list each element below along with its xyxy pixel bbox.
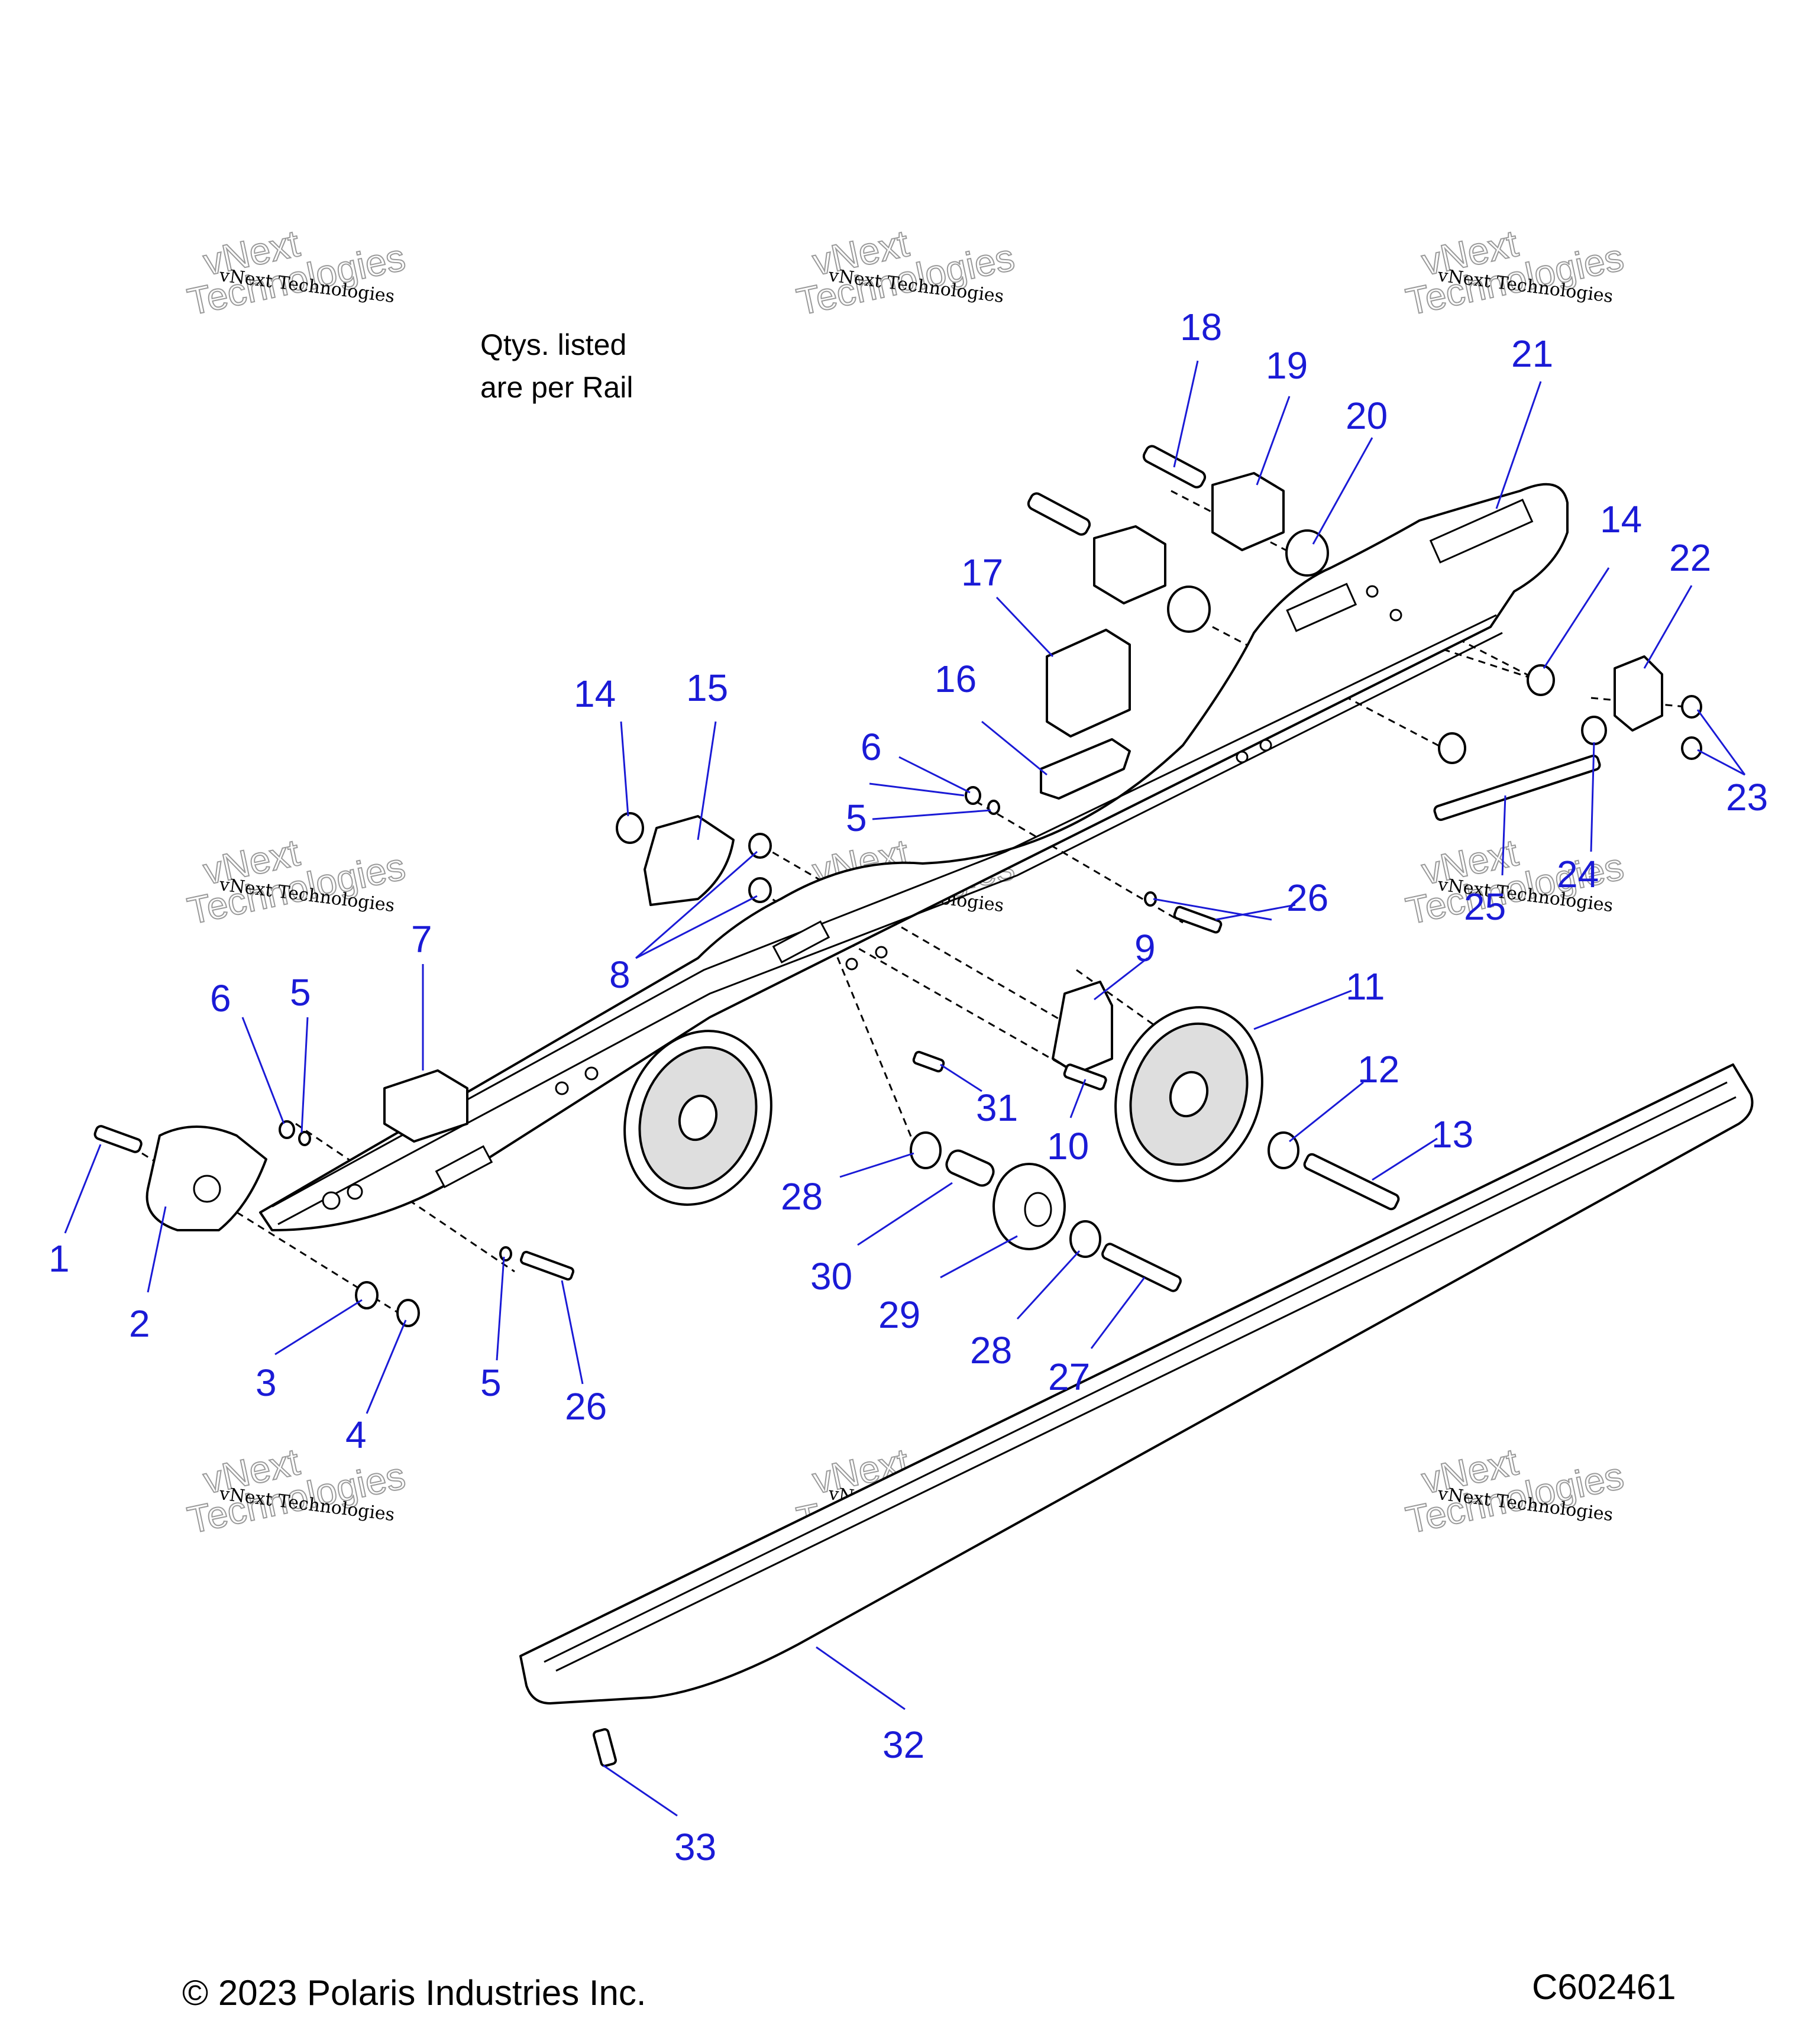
callout-26: 26 [1286, 877, 1328, 919]
callout-27: 27 [1048, 1356, 1090, 1398]
callout-31: 31 [976, 1086, 1018, 1129]
callout-7: 7 [411, 918, 432, 960]
callout-16: 16 [935, 658, 977, 700]
diagram-code: C602461 [1532, 1967, 1676, 2007]
callout-9: 9 [1134, 927, 1156, 969]
callout-3: 3 [256, 1361, 277, 1404]
leader-lines [64, 360, 1746, 1817]
callout-20: 20 [1346, 394, 1388, 437]
quantity-note-line2: are per Rail [480, 371, 633, 404]
callout-32: 32 [882, 1723, 924, 1766]
callout-15: 15 [686, 667, 728, 709]
callout-14: 14 [574, 672, 616, 715]
callout-24: 24 [1557, 853, 1599, 895]
callout-26: 26 [565, 1385, 607, 1428]
callout-11: 11 [1346, 965, 1385, 1008]
callout-6: 6 [861, 726, 882, 768]
callout-21: 21 [1511, 332, 1553, 375]
callout-labels: 1 2 3 4 5 5 5 6 6 7 8 9 10 11 12 13 14 1… [49, 306, 1768, 1868]
callout-14: 14 [1600, 498, 1642, 541]
small-parts [93, 445, 1702, 1767]
wheel-rear [1114, 1006, 1263, 1182]
callout-22: 22 [1669, 536, 1711, 579]
callout-23: 23 [1726, 776, 1768, 819]
callout-13: 13 [1431, 1113, 1473, 1156]
callout-19: 19 [1266, 344, 1308, 387]
slide-rail [259, 483, 1569, 1231]
callout-28: 28 [970, 1329, 1012, 1372]
callout-4: 4 [345, 1414, 367, 1456]
callout-2: 2 [129, 1302, 150, 1345]
callout-5: 5 [290, 971, 311, 1014]
copyright-text: © 2023 Polaris Industries Inc. [182, 1973, 646, 2013]
callout-33: 33 [674, 1826, 716, 1868]
callout-17: 17 [961, 551, 1003, 594]
callout-6: 6 [210, 977, 231, 1020]
callout-8: 8 [609, 953, 631, 996]
callout-25: 25 [1464, 885, 1506, 928]
callout-1: 1 [49, 1237, 70, 1280]
callout-18: 18 [1180, 306, 1222, 348]
callout-28: 28 [781, 1175, 823, 1218]
callout-12: 12 [1357, 1048, 1399, 1091]
callout-5: 5 [846, 797, 867, 839]
callout-5: 5 [480, 1361, 502, 1404]
callout-30: 30 [810, 1255, 852, 1298]
callout-29: 29 [878, 1293, 920, 1336]
wheel-front [623, 1030, 772, 1206]
quantity-note-line1: Qtys. listed [480, 328, 626, 361]
callout-10: 10 [1047, 1125, 1089, 1167]
wear-strip [519, 1063, 1754, 1705]
